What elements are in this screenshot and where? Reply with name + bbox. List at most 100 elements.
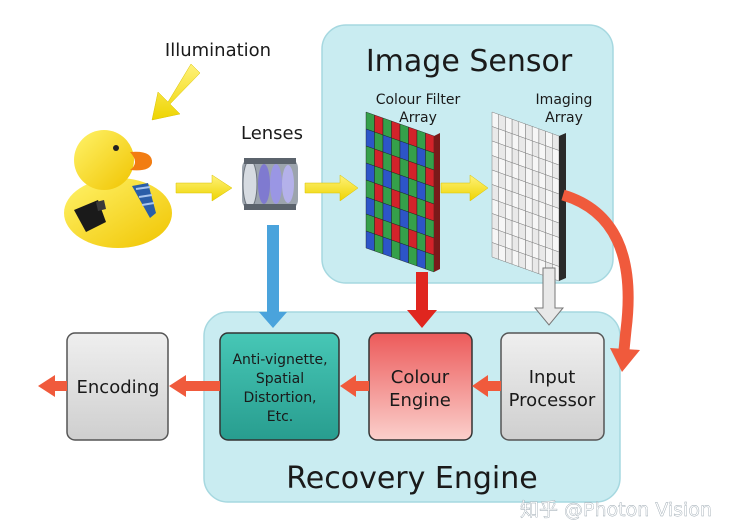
filter-cell [416, 129, 426, 151]
array-cell [511, 118, 520, 137]
filter-to-array-arrow [440, 174, 489, 202]
array-cell [491, 242, 499, 260]
input-processor-label-line2: Processor [509, 390, 596, 411]
array-cell [545, 188, 553, 207]
colour-filter-label-line1: Colour Filter [376, 92, 461, 108]
filter-cell [382, 185, 392, 207]
filter-cell [374, 148, 384, 170]
colour-engine-label-line2: Engine [389, 390, 451, 411]
filter-cell [382, 236, 392, 258]
array-cell [518, 222, 526, 241]
array-cell [552, 249, 560, 267]
array-cell [538, 171, 546, 190]
filter-cell [399, 242, 409, 264]
filter-cell [374, 216, 384, 238]
array-cell [538, 215, 546, 234]
array-cell [525, 239, 533, 258]
array-cell [491, 227, 499, 246]
array-cell [531, 198, 540, 217]
array-to-input-processor-curve-arrow [561, 189, 634, 351]
array-cell [525, 123, 533, 142]
filter-cell [399, 191, 409, 213]
array-cell [525, 152, 533, 171]
filter-cell [408, 126, 418, 148]
filter-cell [391, 137, 401, 159]
array-cell [511, 133, 520, 151]
filter-cell [374, 233, 384, 255]
filter-cell [382, 117, 392, 139]
array-cell [505, 217, 513, 236]
array-cell [511, 205, 520, 224]
curve-arrow-head [610, 348, 640, 372]
array-cell [552, 205, 560, 224]
array-cell [538, 128, 546, 147]
array-cell [525, 167, 533, 185]
filter-cell [365, 213, 375, 235]
filter-cell [425, 217, 435, 239]
filter-cell [382, 202, 392, 224]
input-to-colour-arrow [472, 375, 501, 397]
colour-filter-label-line2: Array [399, 110, 437, 126]
array-cell [531, 155, 540, 173]
array-cell [491, 198, 499, 217]
array-cell [518, 208, 526, 226]
filter-cell [382, 151, 392, 173]
anti-vignette-label-line2: Spatial [256, 371, 304, 387]
array-cell [505, 159, 513, 178]
encoding-label: Encoding [77, 377, 160, 398]
filter-cell [425, 200, 435, 222]
array-cell [538, 142, 546, 161]
array-cell [498, 128, 506, 147]
array-cell [545, 217, 553, 236]
filter-cell [408, 160, 418, 182]
filter-cell [365, 111, 375, 133]
filter-cell [374, 131, 384, 153]
array-cell [498, 143, 506, 161]
array-cell [505, 188, 513, 207]
array-cell [511, 220, 520, 238]
illumination-arrow [151, 63, 201, 121]
array-cell [498, 230, 506, 248]
array-cell [511, 162, 520, 180]
filter-cell [399, 123, 409, 145]
imaging-array-label-line2: Array [545, 110, 583, 126]
watermark: 知乎 @Photon Vision [520, 499, 712, 521]
array-cell [531, 126, 540, 144]
array-cell [518, 150, 526, 168]
array-cell [538, 186, 546, 205]
rubber-duck-icon [64, 130, 172, 248]
array-cell [538, 229, 546, 248]
filter-side [434, 133, 440, 272]
array-cell [511, 249, 520, 267]
filter-cell [382, 168, 392, 190]
array-cell [545, 203, 553, 221]
array-cell [518, 179, 526, 197]
filter-cell [374, 165, 384, 187]
filter-cell [365, 162, 375, 184]
filter-cell [425, 132, 435, 154]
array-cell [505, 145, 513, 164]
array-cell [545, 130, 553, 149]
array-cell [525, 254, 533, 272]
filter-cell [425, 183, 435, 205]
array-cell [545, 246, 553, 265]
array-cell [525, 210, 533, 229]
anti-vignette-label-line3: Distortion, [243, 390, 316, 406]
filter-cell [416, 197, 426, 219]
array-to-input-processor-arrow [533, 267, 565, 326]
array-cell [498, 114, 506, 132]
filter-cell [408, 143, 418, 165]
filter-cell [374, 182, 384, 204]
array-cell [538, 244, 546, 263]
filter-cell [374, 199, 384, 221]
array-cell [538, 157, 546, 176]
filter-cell [365, 196, 375, 218]
filter-cell [399, 208, 409, 230]
filter-cell [391, 171, 401, 193]
filter-to-colour-engine-arrow [407, 272, 437, 328]
filter-cell [416, 180, 426, 202]
array-cell [552, 191, 560, 209]
duck-to-lens-arrow [175, 174, 233, 202]
lens-to-antivignette-arrow [259, 225, 287, 328]
